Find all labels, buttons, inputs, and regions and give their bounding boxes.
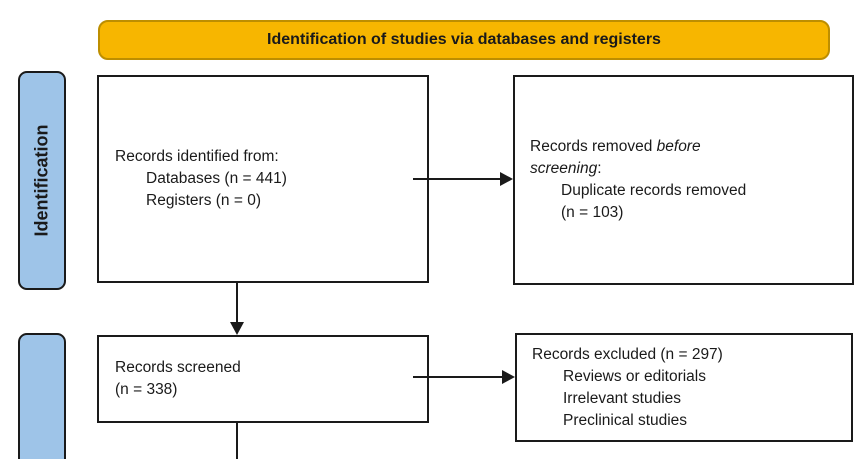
box-line: Irrelevant studies: [563, 389, 682, 407]
arrow-line: [413, 376, 503, 378]
box-line: Preclinical studies: [563, 411, 688, 429]
banner-label: Identification of studies via databases …: [267, 31, 661, 48]
box-line: screening:: [530, 158, 844, 180]
box-line: Records screened: [115, 359, 241, 376]
box-line: (n = 338): [115, 381, 178, 398]
box-line-italic: before: [656, 138, 701, 155]
box-line: Records removed before: [530, 136, 844, 158]
box-line-text: Records removed: [530, 138, 657, 155]
arrowhead-down-icon: [230, 322, 244, 335]
arrow-line: [236, 283, 238, 323]
arrow-line: [236, 421, 238, 459]
box-records-screened: Records screened (n = 338): [97, 335, 429, 423]
box-line: Databases (n = 441): [146, 170, 287, 187]
box-line: Registers (n = 0): [146, 192, 262, 209]
box-line: Records excluded (n = 297): [532, 345, 723, 363]
box-records-excluded: Records excluded (n = 297) Reviews or ed…: [515, 333, 853, 442]
arrowhead-right-icon: [500, 172, 513, 186]
arrow-line: [413, 178, 501, 180]
sidebar-stage-identification-label: Identification: [31, 124, 52, 237]
box-line-italic: screening: [530, 160, 598, 177]
arrowhead-right-icon: [502, 370, 515, 384]
sidebar-stage-screening: [18, 333, 66, 459]
box-records-removed: Records removed before screening: Duplic…: [513, 75, 854, 285]
box-line: (n = 103): [561, 204, 624, 221]
box-line: Records identified from:: [115, 148, 279, 165]
box-line-text: :: [597, 160, 602, 177]
box-line: Duplicate records removed: [561, 182, 747, 199]
banner: Identification of studies via databases …: [98, 20, 830, 60]
box-records-identified: Records identified from: Databases (n = …: [97, 75, 429, 283]
box-line: Reviews or editorials: [563, 367, 706, 385]
sidebar-stage-identification: Identification: [18, 71, 66, 290]
